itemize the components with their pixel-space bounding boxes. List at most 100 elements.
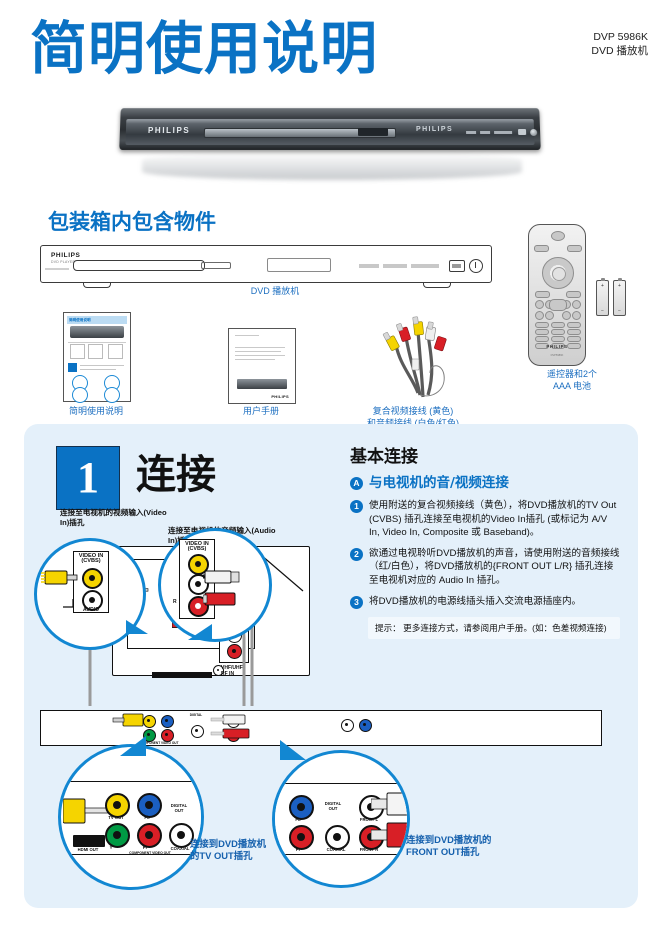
section-a-row: A 与电视机的音/视频连接 xyxy=(350,476,620,491)
zoom-audio-label: AUDIO xyxy=(82,607,100,613)
back-pb-jack xyxy=(161,715,174,728)
step-number: 1 xyxy=(77,453,99,502)
step-item: 2 欲通过电视聆听DVD播放机的声音，请使用附送的音频接线（红/白色），将DVD… xyxy=(350,547,620,588)
caption-remote-control: 遥控器和2个 AAA 电池 xyxy=(508,368,636,392)
cable-plug-red xyxy=(396,323,411,342)
disc-tray-lineart xyxy=(73,260,205,271)
player-reflection xyxy=(142,152,522,180)
caption-dvd-player: DVD 播放机 xyxy=(250,286,300,296)
dvd-player-lineart: PHILIPS DVD PLAYER xyxy=(40,245,492,288)
remote-numeric-key xyxy=(567,343,581,349)
remote-key xyxy=(535,311,544,320)
remote-key xyxy=(572,300,581,309)
remote-numeric-key xyxy=(567,336,581,342)
caption-quick-start-guide: 简明使用说明 xyxy=(68,406,123,416)
cable-plug-yellow xyxy=(382,332,400,351)
basic-connection-column: 基本连接 A 与电视机的音/视频连接 1 使用附送的复合视频接线（黄色），将DV… xyxy=(350,442,620,639)
remote-play-key xyxy=(549,299,567,311)
back-jack-extra-1 xyxy=(341,719,354,732)
connect-panel: 1 连接 基本连接 A 与电视机的音/视频连接 1 使用附送的复合视频接线（黄色… xyxy=(24,424,638,908)
zoom-jack-coaxial-2 xyxy=(325,825,350,850)
battery-terminal xyxy=(600,278,605,281)
remote-key xyxy=(562,311,571,320)
tv-rf-in-jack xyxy=(213,665,224,676)
steps-list: 1 使用附送的复合视频接线（黄色），将DVD播放机的TV Out (CVBS) … xyxy=(350,499,620,609)
manual-text-line xyxy=(235,351,281,353)
remote-key xyxy=(572,311,581,320)
box-contents-section: 包装箱内包含物件 PHILIPS DVD PLAYER DVD 播放机 简明使用… xyxy=(0,200,662,428)
cable-plug-white xyxy=(424,321,436,341)
manual-text-line xyxy=(235,335,259,337)
remote-model-label: DVP5986K xyxy=(550,354,564,357)
player-photo-face: PHILIPS PHILIPS xyxy=(125,119,538,145)
step-item: 3 将DVD播放机的电源线插头插入交流电源插座内。 xyxy=(350,595,620,609)
front-buttons-lineart xyxy=(359,264,439,268)
booklet-cover-title: 简明使用说明 xyxy=(69,317,91,322)
zoom-yellow-plug-back xyxy=(63,798,110,824)
philips-logo-hero-2: PHILIPS xyxy=(415,126,454,133)
tip-box: 提示： 更多连接方式，请参阅用户手册。(如：色差视频连接) xyxy=(368,616,620,639)
step-badge-3: 3 xyxy=(350,595,363,609)
caption-user-manual: 用户手册 xyxy=(242,406,279,416)
caption-av-cable-line2: 和音频接线 (白色/红色) xyxy=(367,418,459,428)
back-coaxial-jack xyxy=(191,725,204,738)
cable-clip xyxy=(411,358,420,371)
player-accent-line xyxy=(45,268,69,270)
booklet-cover-image xyxy=(70,326,124,338)
zoom-label-front-l: FRONT L xyxy=(359,817,379,822)
section-a-badge: A xyxy=(350,477,363,490)
zoom-jack-coaxial xyxy=(169,823,194,848)
caption-tv-out-line2: 的TV OUT插孔 xyxy=(190,850,253,862)
zoom-label-tv-out: TV OUT xyxy=(108,815,124,820)
remote-key xyxy=(535,300,544,309)
player-sub-lineart: DVD PLAYER xyxy=(51,260,76,264)
zoom-white-plug xyxy=(203,570,240,584)
remote-numeric-key xyxy=(551,336,565,342)
philips-logo-hero: PHILIPS xyxy=(147,126,191,135)
remote-numeric-key xyxy=(535,336,549,342)
zoom-audio-r-label: R xyxy=(173,599,177,605)
tv-connection-diagram: 连接至电视机的视频输入(Video In)插孔 连接至电视机的音频输入(Audi… xyxy=(34,508,340,710)
tv-stand xyxy=(152,672,212,678)
zoom-red-plug-front xyxy=(371,822,407,848)
back-component-label: COMPONENT VIDEO OUT xyxy=(139,741,179,745)
manual-text-line xyxy=(235,347,285,349)
zoom-label-digital-out-2: DIGITAL OUT xyxy=(324,801,342,811)
zoom-label-pb: Pb xyxy=(144,815,150,820)
model-info: DVP 5986K DVD 播放机 xyxy=(591,30,648,58)
remote-key xyxy=(567,245,582,252)
zoom-video-in-label-2: VIDEO IN (CVBS) xyxy=(185,541,209,552)
remote-key xyxy=(535,291,550,298)
remote-numeric-key xyxy=(551,322,565,328)
zoom-tv-out-content: TV OUT Pb Pr Y DIGITAL OUT COAXIAL COMPO… xyxy=(61,747,201,887)
philips-logo-manual: PHILIPS xyxy=(271,394,289,399)
caption-av-cable-line1: 复合视频接线 (黄色) xyxy=(372,406,454,416)
remote-numeric-key xyxy=(551,343,565,349)
callout-label-video-in: 连接至电视机的视频输入(Video In)插孔 xyxy=(60,508,167,527)
booklet-text-line xyxy=(80,365,124,367)
remote-key xyxy=(534,245,549,252)
battery-1: + − xyxy=(596,278,609,316)
usb-port-hero xyxy=(518,129,527,135)
remote-numeric-key xyxy=(567,329,581,335)
box-contents-heading: 包装箱内包含物件 xyxy=(48,210,216,234)
cable-plug-red-2 xyxy=(434,336,447,352)
remote-navigation-pad xyxy=(542,257,574,289)
caption-front-out-line2: FRONT OUT插孔 xyxy=(406,846,480,858)
remote-control-illustration: PHILIPS DVP5986K xyxy=(528,224,586,366)
page-title: 简明使用说明 xyxy=(30,16,378,82)
zoom-circle-tv-out: TV OUT Pb Pr Y DIGITAL OUT COAXIAL COMPO… xyxy=(58,744,204,890)
zoom-audio-jack xyxy=(82,590,103,611)
callout-balloon-audio-in: VIDEO IN (CVBS) R xyxy=(158,528,272,642)
zoom-label-digital-out: DIGITAL OUT xyxy=(170,803,188,813)
hero-product-photo: PHILIPS PHILIPS xyxy=(119,100,550,188)
usb-port-lineart xyxy=(449,260,465,272)
caption-remote-line2: AAA 电池 xyxy=(552,381,591,391)
booklet-step-badge xyxy=(68,363,77,372)
zoom-video-in-label: VIDEO IN (CVBS) xyxy=(78,553,104,564)
back-jack-extra-2 xyxy=(359,719,372,732)
player-foot-left xyxy=(83,282,111,288)
zoom-red-plug xyxy=(203,592,236,606)
manual-text-line xyxy=(235,359,275,361)
tray-eject-lineart xyxy=(201,262,231,269)
